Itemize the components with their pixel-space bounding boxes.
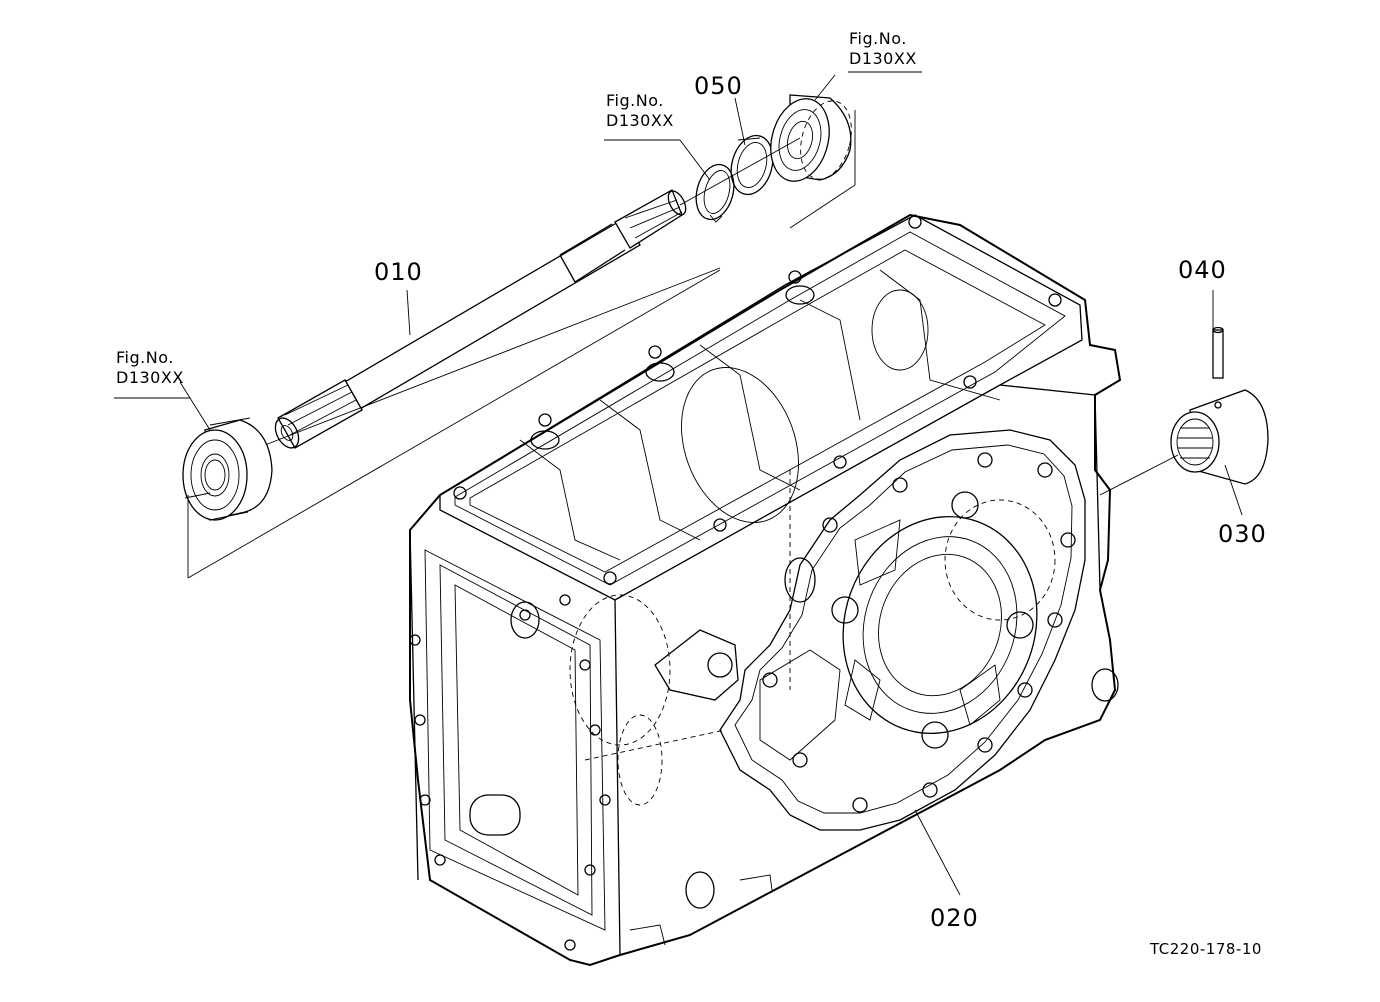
fig-ref-line2: D130XX xyxy=(849,49,917,68)
leader-020 xyxy=(914,809,961,896)
sleeve-and-pin xyxy=(1099,290,1269,516)
shaft-010 xyxy=(187,189,721,579)
fig-ref-line2: D130XX xyxy=(116,368,184,387)
fig-ref-top-center: Fig.No. D130XX xyxy=(606,93,674,129)
fig-ref-left: Fig.No. D130XX xyxy=(116,350,184,386)
drawing-number: TC220-178-10 xyxy=(1150,940,1262,958)
part-label-020: 020 xyxy=(930,904,979,932)
rear-flange xyxy=(719,429,1086,831)
part-label-040: 040 xyxy=(1178,256,1227,284)
transmission-case xyxy=(409,213,1122,967)
left-bearing xyxy=(179,381,273,578)
part-label-050: 050 xyxy=(694,72,743,100)
part-label-010: 010 xyxy=(374,258,423,286)
part-label-030: 030 xyxy=(1218,520,1267,548)
right-shaft-components xyxy=(679,74,856,229)
fig-ref-line1: Fig.No. xyxy=(849,29,907,48)
fig-ref-top-right: Fig.No. D130XX xyxy=(849,31,917,67)
fig-ref-line1: Fig.No. xyxy=(606,91,664,110)
fig-ref-line1: Fig.No. xyxy=(116,348,174,367)
fig-ref-line2: D130XX xyxy=(606,111,674,130)
